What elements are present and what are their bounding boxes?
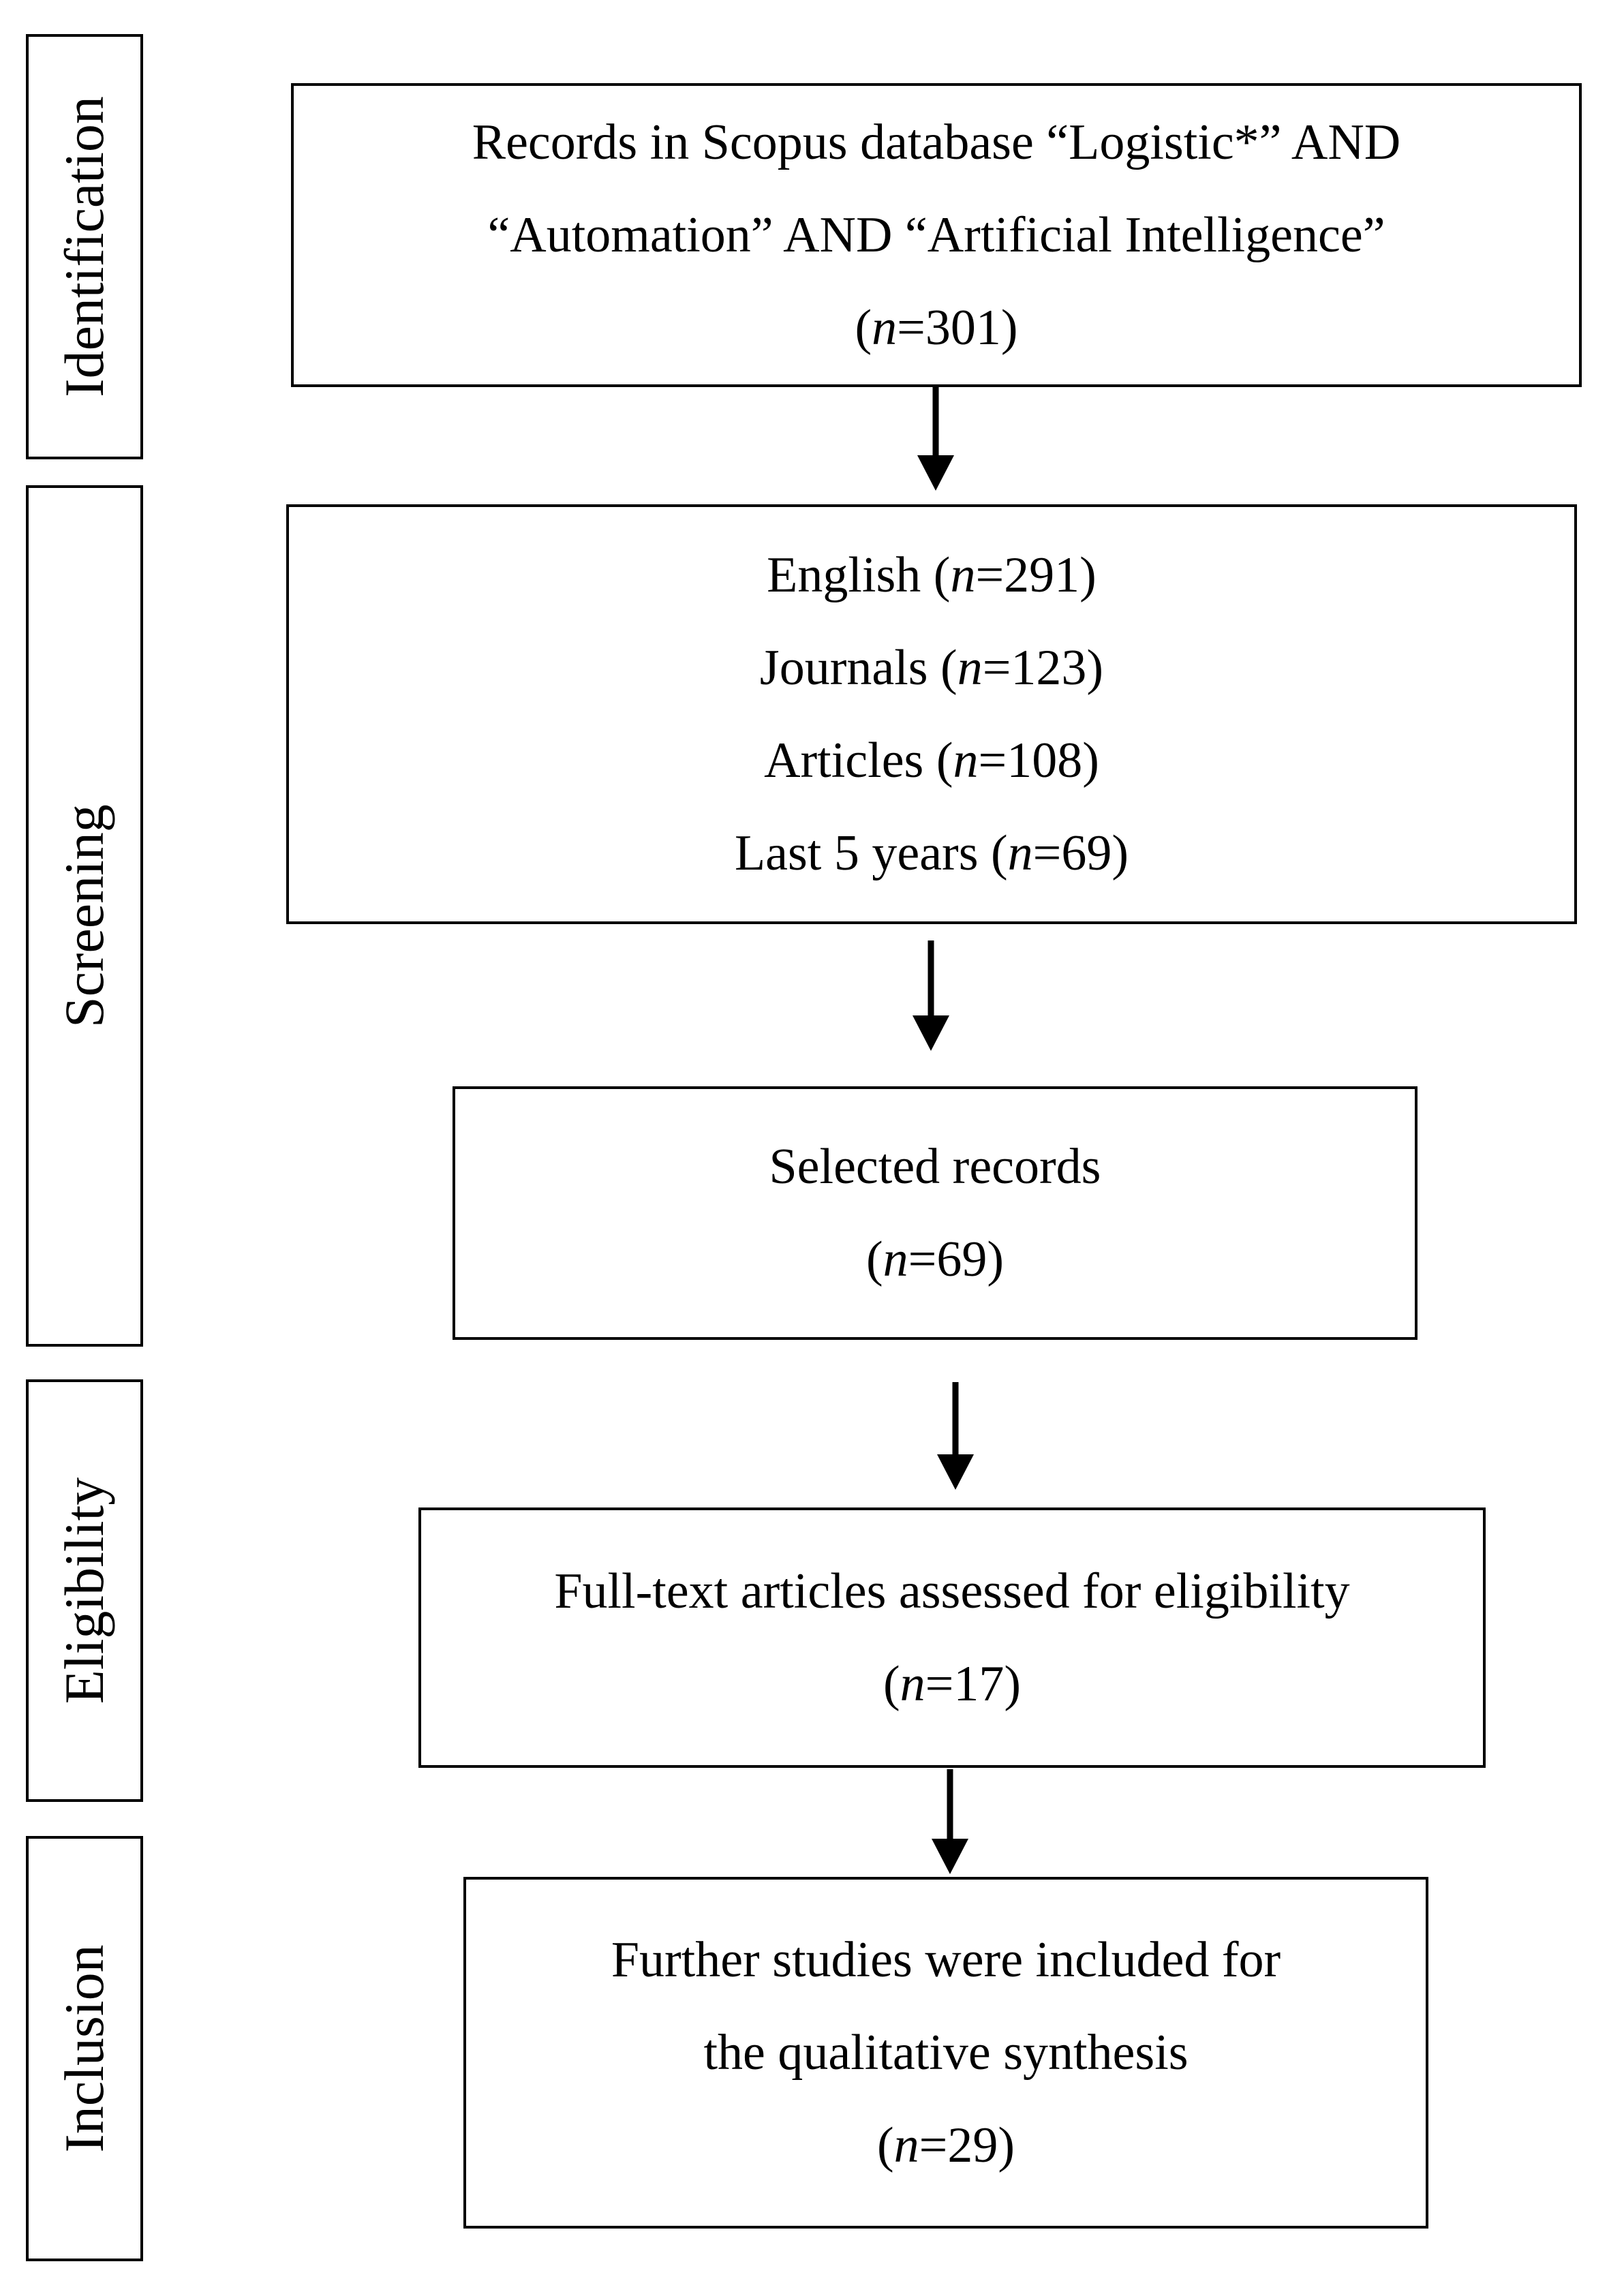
screening-item-last-5-years: Last 5 years (n=69)	[734, 825, 1129, 881]
screening-item-articles: Articles (n=108)	[764, 733, 1099, 789]
arrow-screening-to-selected	[913, 940, 949, 1051]
selected-records-box: Selected records (n=69)	[453, 1086, 1418, 1340]
included-line-1: Further studies were included for	[611, 1932, 1281, 1988]
arrow-selected-to-fulltext	[937, 1382, 974, 1490]
screening-item-journals: Journals (n=123)	[759, 640, 1104, 696]
stage-identification: Identification	[26, 34, 143, 459]
included-box: Further studies were included for the qu…	[463, 1877, 1428, 2229]
arrow-records-to-screening	[917, 386, 954, 491]
arrow-fulltext-to-included	[932, 1769, 968, 1874]
screening-item-english: English (n=291)	[767, 547, 1097, 603]
stage-eligibility: Eligibility	[26, 1379, 143, 1802]
records-line-1: Records in Scopus database “Logistic*” A…	[472, 114, 1401, 170]
stage-inclusion: Inclusion	[26, 1836, 143, 2261]
fulltext-label: Full-text articles assessed for eligibil…	[554, 1563, 1350, 1619]
selected-records-count: (n=69)	[865, 1231, 1005, 1287]
fulltext-count: (n=17)	[883, 1656, 1022, 1712]
stage-screening: Screening	[26, 485, 143, 1347]
records-line-2: “Automation” AND “Artificial Intelligenc…	[487, 207, 1385, 263]
records-box: Records in Scopus database “Logistic*” A…	[291, 83, 1582, 387]
included-count: (n=29)	[876, 2117, 1015, 2173]
screening-box: English (n=291) Journals (n=123) Article…	[286, 504, 1577, 924]
selected-records-label: Selected records	[769, 1139, 1101, 1195]
fulltext-box: Full-text articles assessed for eligibil…	[418, 1507, 1486, 1768]
records-count: (n=301)	[855, 300, 1018, 356]
included-line-2: the qualitative synthesis	[703, 2025, 1189, 2081]
